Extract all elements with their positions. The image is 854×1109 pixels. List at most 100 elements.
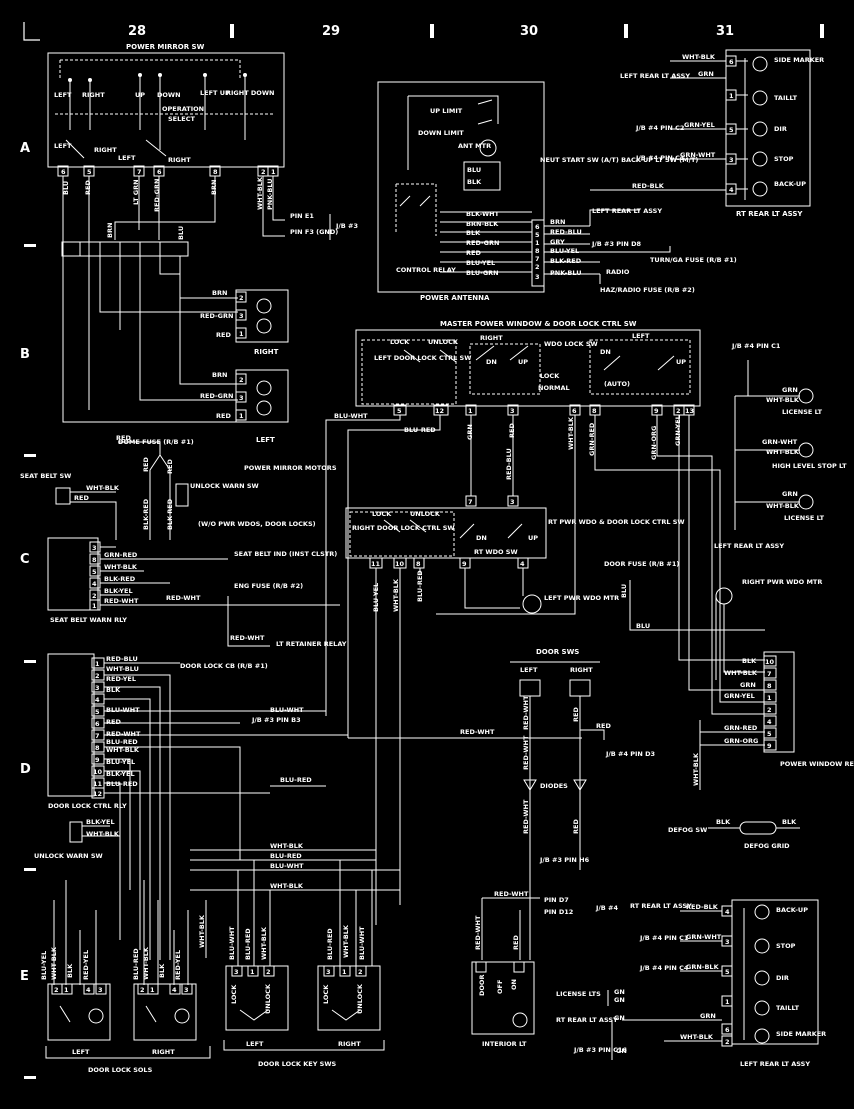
svg-text:GN: GN (614, 1014, 625, 1022)
svg-text:3: 3 (510, 498, 515, 506)
lt-rear-lt-assy: 4 3 5 1 6 2 BACK-UP STOP DIR TAILLT SIDE… (556, 899, 826, 1068)
svg-text:GRN-ORG: GRN-ORG (724, 737, 758, 745)
svg-text:RED-GRN: RED-GRN (153, 179, 161, 212)
svg-text:DIR: DIR (776, 974, 789, 982)
svg-text:GRN: GRN (782, 490, 798, 498)
svg-text:J/B #4 PIN C1: J/B #4 PIN C1 (639, 934, 689, 942)
svg-text:RT REAR LT ASSY: RT REAR LT ASSY (630, 902, 692, 910)
svg-text:WHT-BLK: WHT-BLK (260, 926, 268, 960)
svg-text:TURN/GA FUSE (R/B #1): TURN/GA FUSE (R/B #1) (650, 256, 737, 264)
svg-text:4: 4 (86, 986, 91, 994)
svg-text:2: 2 (92, 592, 97, 600)
svg-text:1: 1 (468, 407, 473, 415)
row-c: C (20, 552, 30, 567)
svg-text:BLU: BLU (620, 584, 628, 598)
svg-text:5: 5 (535, 231, 540, 239)
svg-text:ON: ON (510, 979, 518, 990)
svg-text:GRN-YEL: GRN-YEL (724, 692, 755, 700)
column-31: 31 (716, 24, 734, 39)
rt-rear-lt-assy: 6 1 5 3 4 SIDE MARKER TAILLT DIR STOP BA… (620, 49, 824, 218)
svg-text:RED: RED (572, 819, 580, 834)
svg-text:J/B #4 PIN C2: J/B #4 PIN C2 (635, 124, 684, 132)
svg-text:BLU-YEL: BLU-YEL (40, 951, 48, 980)
svg-text:WHT-BLK: WHT-BLK (392, 578, 400, 612)
svg-text:3: 3 (535, 273, 540, 281)
svg-text:PIN F3 (GND): PIN F3 (GND) (290, 228, 338, 236)
svg-text:BLU-WHT: BLU-WHT (270, 862, 304, 870)
svg-text:GRN-BLK: GRN-BLK (686, 963, 720, 971)
svg-text:DEFOG SW: DEFOG SW (668, 826, 707, 834)
svg-text:(W/O PWR WDOS, DOOR LOCKS): (W/O PWR WDOS, DOOR LOCKS) (198, 520, 316, 528)
svg-text:RED: RED (142, 457, 150, 472)
svg-text:GRN: GRN (740, 681, 756, 689)
svg-text:5: 5 (397, 407, 402, 415)
svg-text:RIGHT PWR WDO MTR: RIGHT PWR WDO MTR (742, 578, 822, 586)
svg-text:3: 3 (184, 986, 189, 994)
svg-text:2: 2 (261, 168, 266, 176)
svg-text:BLU-RED: BLU-RED (416, 570, 424, 602)
svg-text:WHT-BLK: WHT-BLK (256, 176, 264, 210)
svg-text:LOCK: LOCK (390, 338, 410, 346)
svg-text:4: 4 (172, 986, 177, 994)
svg-text:GRN-RED: GRN-RED (724, 724, 758, 732)
svg-text:LEFT REAR LT ASSY: LEFT REAR LT ASSY (620, 72, 690, 80)
svg-text:WHT-BLK: WHT-BLK (106, 746, 140, 754)
svg-text:7: 7 (95, 732, 100, 740)
svg-text:GRY: GRY (550, 238, 565, 246)
svg-text:LEFT REAR LT ASSY: LEFT REAR LT ASSY (592, 207, 662, 215)
svg-text:LICENSE LT: LICENSE LT (782, 408, 823, 416)
power-window-relay: RIGHT PWR WDO MTR 10 7 8 1 2 4 5 9 BLK W… (692, 578, 854, 790)
neutral-start-switch: NEUT START SW (A/T) BACK-UP LT SW (M/T) … (540, 156, 726, 191)
svg-text:J/B #3 PIN H6: J/B #3 PIN H6 (539, 856, 590, 864)
svg-text:WHT-BLK: WHT-BLK (142, 946, 150, 980)
svg-text:SELECT: SELECT (168, 115, 195, 123)
svg-text:DIODES: DIODES (540, 782, 568, 790)
svg-text:RED: RED (74, 494, 89, 502)
svg-text:8: 8 (95, 744, 100, 752)
svg-text:GRN: GRN (700, 1012, 716, 1020)
svg-text:7: 7 (535, 255, 540, 263)
svg-text:WHT-BLK: WHT-BLK (342, 924, 350, 958)
svg-text:UP: UP (518, 358, 528, 366)
svg-text:8: 8 (767, 682, 772, 690)
svg-text:1: 1 (239, 330, 244, 338)
svg-text:RED-GRN: RED-GRN (200, 312, 233, 320)
svg-text:BLU-YEL: BLU-YEL (106, 758, 135, 766)
svg-text:BRN: BRN (550, 218, 565, 226)
svg-text:RED-WHT: RED-WHT (104, 597, 139, 605)
svg-text:RIGHT: RIGHT (94, 146, 117, 154)
svg-text:BLU-RED: BLU-RED (106, 738, 138, 746)
svg-text:ENG FUSE (R/B #2): ENG FUSE (R/B #2) (234, 582, 303, 590)
svg-text:WHT-BLU: WHT-BLU (106, 665, 139, 673)
svg-text:LOCK: LOCK (540, 372, 560, 380)
master-window-title: MASTER POWER WINDOW & DOOR LOCK CTRL SW (440, 320, 637, 328)
rt-power-window-switch: LOCK UNLOCK RIGHT DOOR LOCK CTRL SW RT P… (345, 448, 685, 925)
interior-lt-title: INTERIOR LT (482, 1040, 527, 1048)
svg-text:DEFOG GRID: DEFOG GRID (744, 842, 790, 850)
svg-text:8: 8 (592, 407, 597, 415)
svg-text:GN: GN (614, 988, 625, 996)
svg-text:1: 1 (342, 968, 347, 976)
svg-text:8: 8 (213, 168, 218, 176)
svg-text:3: 3 (239, 394, 244, 402)
svg-text:RED: RED (512, 935, 520, 950)
svg-text:RT PWR WDO & DOOR LOCK CTRL SW: RT PWR WDO & DOOR LOCK CTRL SW (548, 518, 685, 526)
svg-text:RED: RED (216, 331, 231, 339)
svg-text:GN: GN (614, 996, 625, 1004)
svg-text:LEFT: LEFT (246, 1040, 264, 1048)
svg-text:RED-GRN: RED-GRN (466, 239, 499, 247)
svg-text:BLU-GRN: BLU-GRN (466, 269, 499, 277)
seat-belt-circuit: DOME FUSE (R/B #1) RED RED RED BLK-RED B… (20, 434, 347, 648)
svg-text:1: 1 (535, 239, 540, 247)
svg-text:6: 6 (535, 223, 540, 231)
row-b: B (20, 347, 30, 362)
svg-text:RT WDO SW: RT WDO SW (474, 548, 518, 556)
svg-text:WHT-BLK: WHT-BLK (86, 484, 120, 492)
svg-text:BLK: BLK (716, 818, 731, 826)
svg-text:RED-WHT: RED-WHT (230, 634, 265, 642)
svg-text:6: 6 (725, 1026, 730, 1034)
svg-text:BLU-RED: BLU-RED (404, 426, 436, 434)
svg-text:PIN E1: PIN E1 (290, 212, 314, 220)
svg-text:2: 2 (266, 968, 271, 976)
svg-text:BLU-WHT: BLU-WHT (228, 926, 236, 960)
